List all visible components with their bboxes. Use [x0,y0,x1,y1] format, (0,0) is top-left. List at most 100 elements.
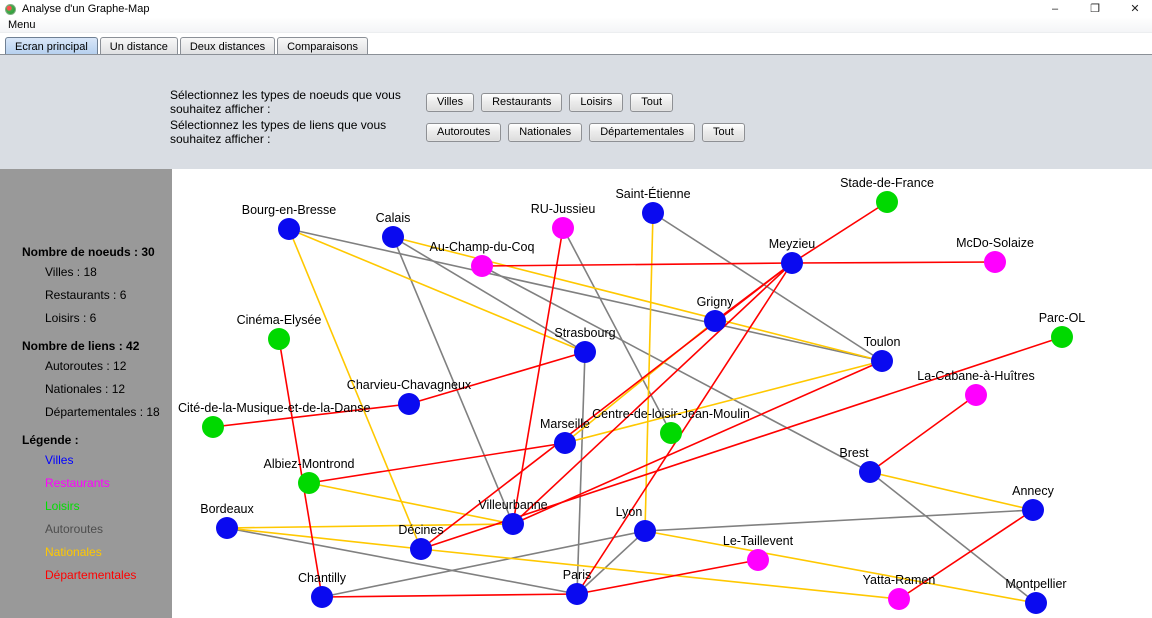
node-filter-button-villes[interactable]: Villes [426,92,475,112]
graph-node-label-taillevent: Le-Taillevent [723,534,794,548]
edge-departementale-meyzieu-paris [576,262,793,595]
sidebar-stat-item: Loisirs : 6 [45,311,97,325]
graph-node-grigny[interactable] [704,310,726,332]
restore-button[interactable]: ❐ [1090,3,1100,15]
graph-node-cabane[interactable] [965,384,987,406]
node-filter-button-restaurants[interactable]: Restaurants [481,92,563,112]
edge-autoroute-lyon-annecy [644,509,1034,532]
graph-node-bordeaux[interactable] [216,517,238,539]
graph-node-villeurbanne[interactable] [502,513,524,535]
edge-departementale-meyzieu-villeurbanne [512,262,793,525]
graph-node-label-parcol: Parc-OL [1039,311,1086,325]
graph-node-brest[interactable] [859,461,881,483]
node-filter-button-loisirs[interactable]: Loisirs [569,92,624,112]
legend-item-restaurants: Restaurants [45,476,110,490]
graph-node-label-albiez: Albiez-Montrond [263,457,354,471]
edge-autoroute-chantilly-lyon [321,530,646,598]
edge-nationale-brest-annecy [869,471,1034,511]
edge-nationale-ste-lyon [644,212,654,532]
sidebar-stat-item: Villes : 18 [45,265,97,279]
edge-departementale-toulon-villeurbanne [512,360,883,525]
graph-node-cite[interactable] [202,416,224,438]
menu-item-menu[interactable]: Menu [8,19,36,31]
graph-node-decines[interactable] [410,538,432,560]
edge-departementale-cite-charvieu [212,403,410,428]
graph-node-lyon[interactable] [634,520,656,542]
edge-nationale-decines-yatta [420,548,900,600]
graph-node-label-charvieu: Charvieu-Chavagneux [347,378,472,392]
sidebar-section-header: Nombre de liens : 42 [22,339,140,353]
graph-node-toulon[interactable] [871,350,893,372]
legend-header: Légende : [22,433,79,447]
graph-node-calais[interactable] [382,226,404,248]
graph-node-label-cinema: Cinéma-Elysée [237,313,322,327]
tab-ecran-principal[interactable]: Ecran principal [5,37,98,55]
graph-node-strasbourg[interactable] [574,341,596,363]
graph-node-parcol[interactable] [1051,326,1073,348]
close-button[interactable]: ✕ [1130,3,1140,15]
graph-node-label-ste: Saint-Étienne [615,186,690,201]
legend-item-villes: Villes [45,453,74,467]
graph-node-label-chantilly: Chantilly [298,571,347,585]
edge-departementale-meyzieu-stade [791,201,888,264]
graph-node-taillevent[interactable] [747,549,769,571]
graph-node-montpellier[interactable] [1025,592,1047,614]
graph-node-albiez[interactable] [298,472,320,494]
graph-node-mcdo[interactable] [984,251,1006,273]
legend-item-nationales: Nationales [45,545,102,559]
link-filter-button-tout[interactable]: Tout [701,122,745,142]
edge-autoroute-calais-villeurbanne [392,236,514,525]
tab-deux-distances[interactable]: Deux distances [179,37,276,55]
edge-nationale-calais-toulon [392,236,883,362]
graph-node-ru[interactable] [552,217,574,239]
edge-departementale-annecy-yatta [898,509,1034,600]
edge-departementale-champ-meyzieu [481,262,793,267]
graph-node-label-villeurbanne: Villeurbanne [478,498,547,512]
tab-comparaisons[interactable]: Comparaisons [277,37,368,55]
edge-autoroute-champ-brest [481,265,871,473]
graph-node-label-annecy: Annecy [1012,484,1054,498]
edge-autoroute-bourg-toulon [288,228,883,362]
menu-bar: Menu [0,18,1152,33]
edge-nationale-marseille-toulon [564,360,883,444]
graph-node-yatta[interactable] [888,588,910,610]
graph-node-stade[interactable] [876,191,898,213]
graph-node-label-lyon: Lyon [616,505,643,519]
link-filter-button-autoroutes[interactable]: Autoroutes [426,122,502,142]
graph-node-champ[interactable] [471,255,493,277]
graph-node-label-toulon: Toulon [864,335,901,349]
graph-node-label-bordeaux: Bordeaux [200,502,254,516]
edge-autoroute-bordeaux-paris [226,527,578,595]
edge-nationale-bordeaux-decines [226,527,422,550]
title-bar: Analyse d'un Graphe-Map –❐✕ [0,0,1152,18]
graph-node-cinema[interactable] [268,328,290,350]
tab-un-distance[interactable]: Un distance [99,37,178,55]
graph-svg: Bourg-en-BresseCalaisRU-JussieuSaint-Éti… [178,176,1086,614]
graph-node-bourg[interactable] [278,218,300,240]
graph-node-label-yatta: Yatta-Ramen [863,573,936,587]
graph-node-marseille[interactable] [554,432,576,454]
graph-node-centre[interactable] [660,422,682,444]
graph-node-label-cabane: La-Cabane-à-Huîtres [917,369,1034,383]
link-type-label: Sélectionnez les types de liens que vous… [170,118,387,146]
edge-departementale-meyzieu-mcdo [791,261,996,264]
graph-node-meyzieu[interactable] [781,252,803,274]
link-type-buttons: Autoroutes Nationales Départementales Tout [426,122,745,142]
sidebar-stat-item: Départementales : 18 [45,405,160,419]
graph-node-label-ru: RU-Jussieu [531,202,596,216]
graph-node-label-bourg: Bourg-en-Bresse [242,203,337,217]
graph-node-paris[interactable] [566,583,588,605]
graph-node-ste[interactable] [642,202,664,224]
sidebar-stat-item: Restaurants : 6 [45,288,127,302]
graph-node-charvieu[interactable] [398,393,420,415]
minimize-button[interactable]: – [1051,3,1059,15]
edge-nationale-bourg-strasbourg [288,228,586,353]
link-filter-button-départementales[interactable]: Départementales [589,122,695,142]
graph-node-annecy[interactable] [1022,499,1044,521]
link-filter-button-nationales[interactable]: Nationales [508,122,583,142]
graph-node-chantilly[interactable] [311,586,333,608]
node-filter-button-tout[interactable]: Tout [630,92,673,112]
